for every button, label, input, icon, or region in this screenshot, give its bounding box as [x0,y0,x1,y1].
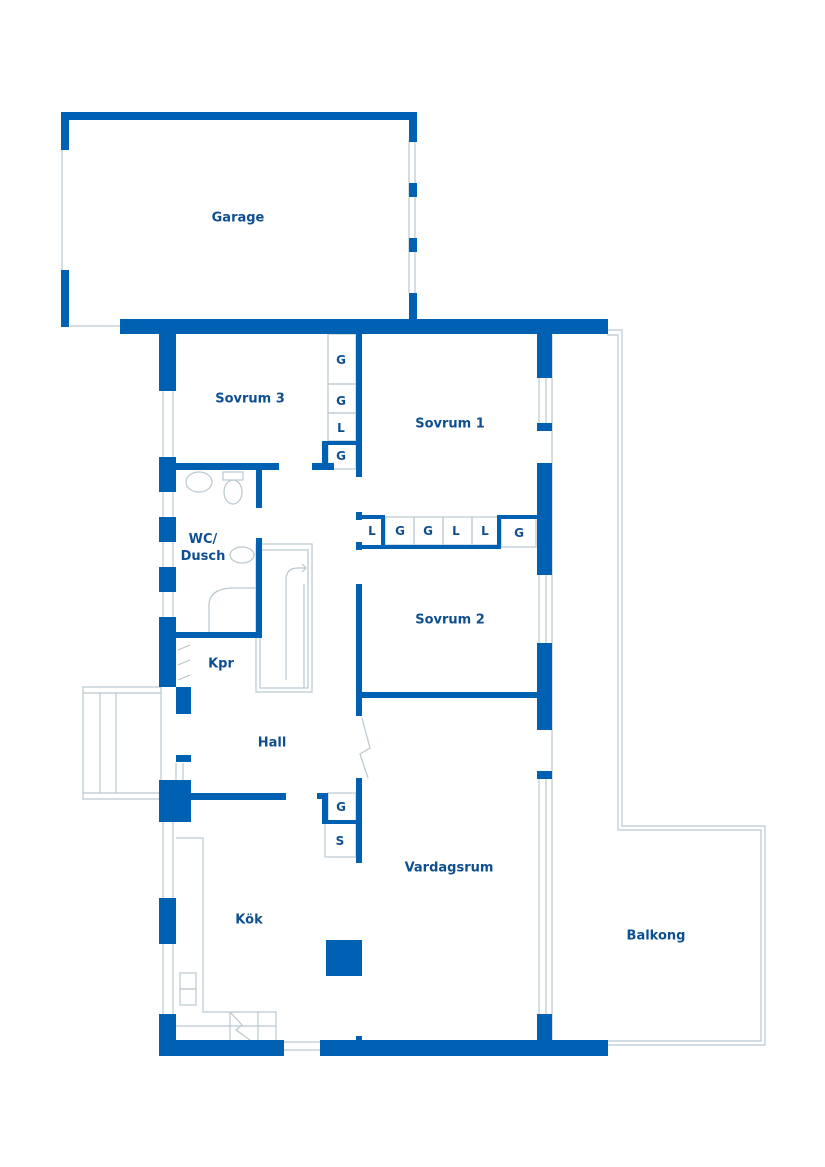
room-label-kpr: Kpr [208,656,234,672]
closet-label: G [336,353,346,367]
closet-label: G [423,524,433,538]
room-label-vardagsrum: Vardagsrum [404,860,494,876]
closet-label: L [452,524,460,538]
room-label-garage: Garage [211,210,265,226]
room-label-sovrum-3: Sovrum 3 [215,391,285,407]
closet-label: S [335,834,345,848]
closet-label: G [336,449,346,463]
room-label-kok: Kök [235,912,263,928]
closet-label: G [336,394,346,408]
closet-label: G [336,800,346,814]
room-label-wc-dusch: WC/ Dusch [180,532,226,564]
room-label-hall: Hall [257,735,287,751]
closet-label: G [395,524,405,538]
closet-label: L [481,524,489,538]
closet-label: L [337,421,345,435]
room-label-balkong: Balkong [626,928,686,944]
walls [61,112,608,1056]
closet-label: G [514,526,524,540]
room-label-sovrum-1: Sovrum 1 [415,416,485,432]
closet-label: L [368,524,376,538]
room-label-sovrum-2: Sovrum 2 [415,612,485,628]
